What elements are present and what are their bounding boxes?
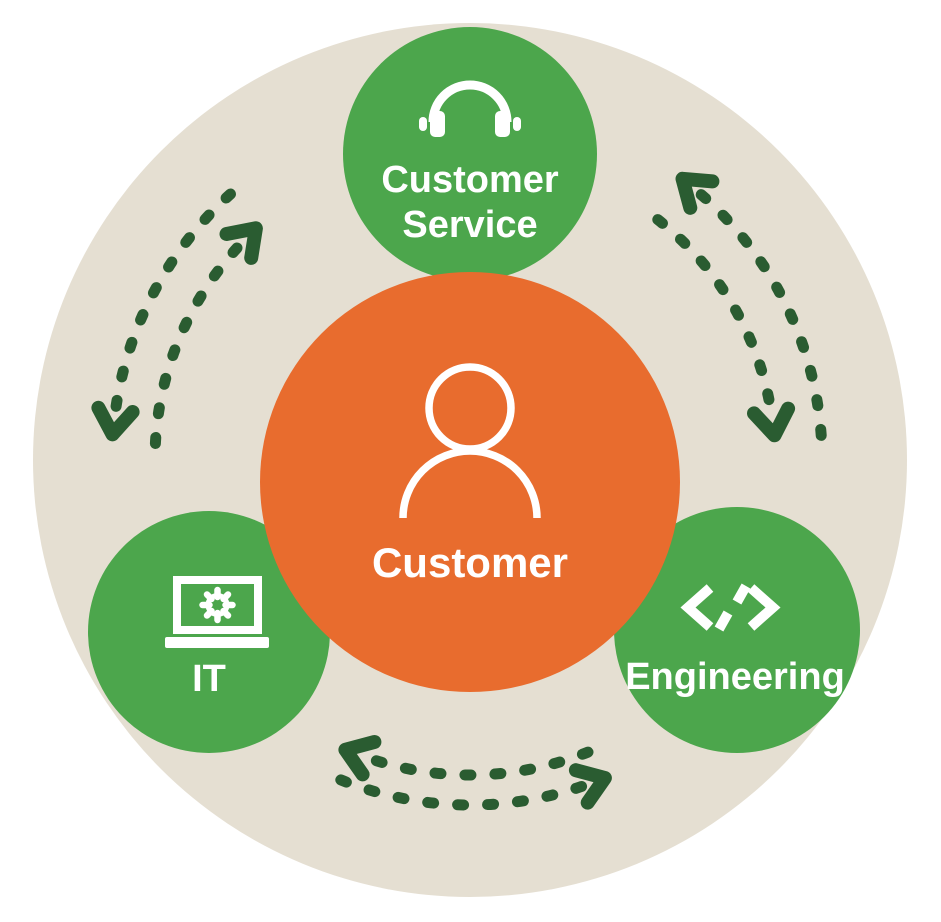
customer-service-circle	[343, 27, 597, 281]
arrow-cs-to-it	[109, 188, 236, 422]
laptop-gear-icon	[165, 576, 269, 648]
arrowhead-left-icon	[338, 735, 382, 782]
arrows-group	[91, 171, 827, 811]
customer-label: Customer	[372, 539, 568, 586]
code-icon	[680, 583, 781, 632]
arrowhead-down-left-icon	[91, 400, 140, 442]
engineering-label: Engineering	[625, 656, 845, 698]
arrow-it-to-eng	[335, 774, 594, 811]
arrowhead-up-right-icon	[219, 221, 263, 265]
gear-icon	[199, 586, 236, 624]
arrow-it-to-cs	[149, 235, 249, 449]
arrowhead-up-left-icon	[675, 171, 720, 215]
engineering-circle	[614, 507, 860, 753]
arrow-eng-to-cs	[690, 184, 827, 441]
headphones-icon	[419, 80, 521, 137]
customer-service-label-line2: Service	[402, 204, 537, 246]
arrow-cs-to-eng	[652, 214, 778, 423]
arrowhead-down-icon	[747, 401, 796, 443]
customer-center-circle	[260, 272, 680, 692]
arrow-eng-to-it	[356, 746, 594, 781]
customer-service-label-line1: Customer	[381, 159, 559, 201]
person-icon	[399, 363, 541, 519]
arrowhead-right-icon	[568, 763, 612, 810]
it-label: IT	[192, 658, 226, 700]
